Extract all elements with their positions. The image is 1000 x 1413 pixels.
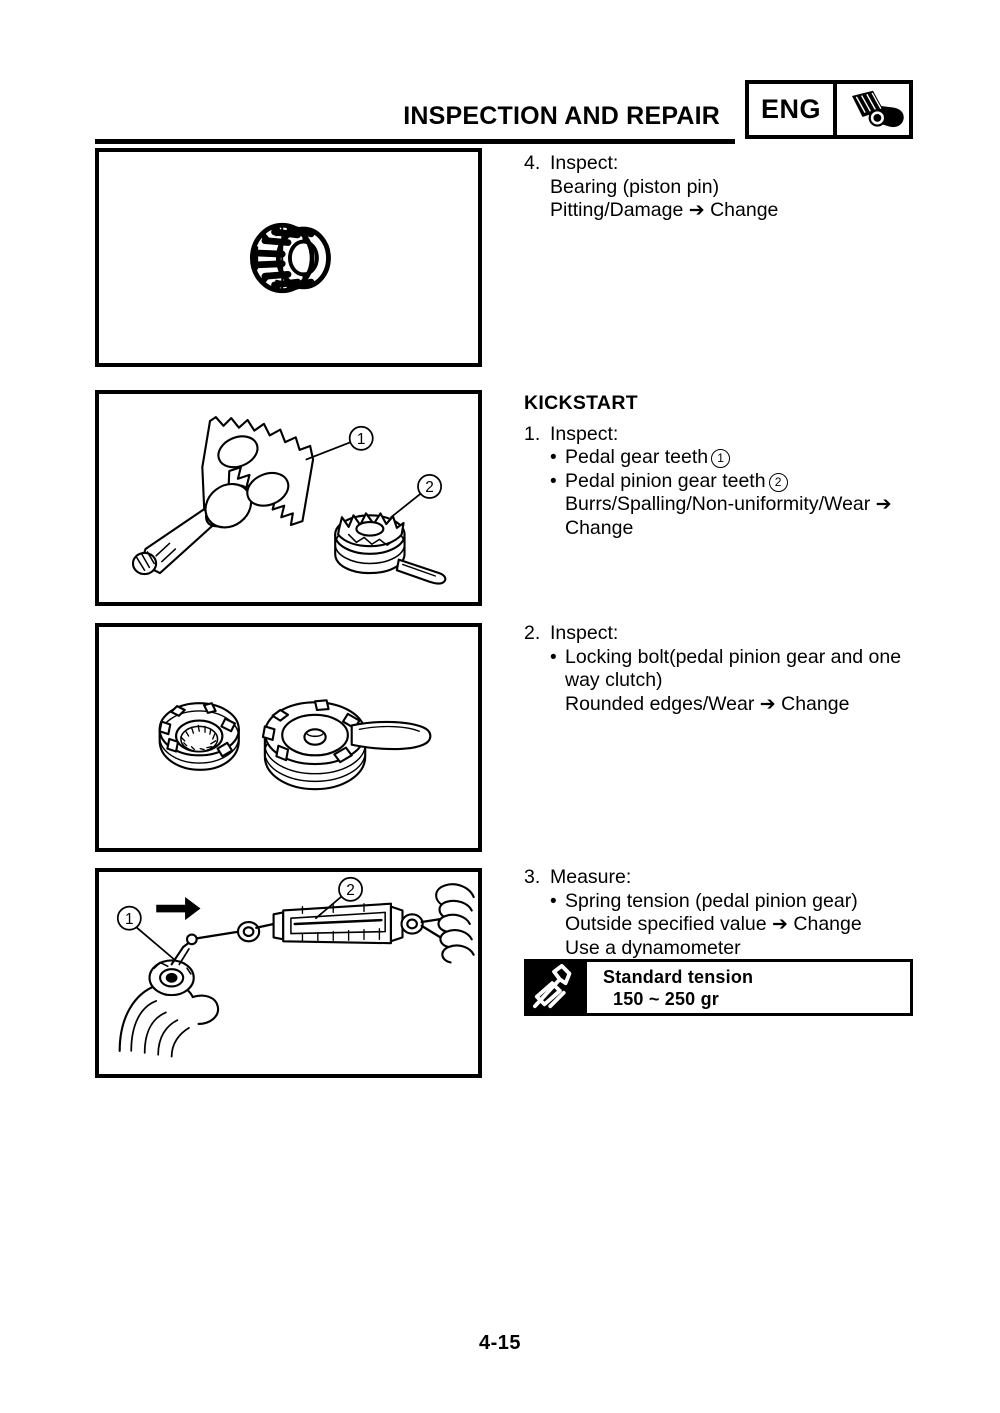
step-3-result: Change xyxy=(793,913,862,935)
step-1-action: Inspect: xyxy=(550,422,619,445)
step-4-number: 4. xyxy=(524,152,541,174)
callout-2-label: 2 xyxy=(346,882,355,899)
step-1-number: 1. xyxy=(524,422,541,445)
bearing-piston-pin-illustration xyxy=(95,148,482,367)
step-2-action: Inspect: xyxy=(550,622,619,644)
bullet-icon: • xyxy=(550,890,557,912)
bullet-icon: • xyxy=(550,646,557,668)
step-1-condition: Burrs/Spalling/Non-uniformity/Wear xyxy=(565,493,871,515)
step-3-measure-spring-tension: 3. Measure: • Spring tension (pedal pini… xyxy=(524,866,924,960)
page-title: INSPECTION AND REPAIR xyxy=(403,102,720,130)
kickstart-heading: KICKSTART xyxy=(524,392,638,414)
arrow-icon: ➔ xyxy=(688,200,705,221)
wrench-tool-icon xyxy=(527,962,587,1013)
step-4-action: Inspect: xyxy=(550,152,619,174)
spec-value: 150 ~ 250 gr xyxy=(613,989,719,1009)
eng-tab-label-cell: ENG xyxy=(749,84,837,135)
step-2-item-1-text-continued: way clutch) xyxy=(565,669,663,691)
callout-1-label: 1 xyxy=(125,911,134,928)
arrow-icon: ➔ xyxy=(772,914,788,935)
step-4-header-row: 4. Inspect: xyxy=(524,152,924,176)
step-1-header-row: 1. Inspect: xyxy=(524,423,924,447)
step-4-result: Change xyxy=(710,199,779,221)
step-3-action: Measure: xyxy=(550,866,632,888)
kickstart-section: KICKSTART 1. Inspect: • Pedal gear teeth… xyxy=(524,392,924,540)
step-4-inspect-bearing: 4. Inspect: Bearing (piston pin) Pitting… xyxy=(524,152,924,223)
step-3-item-1-text: Spring tension (pedal pinion gear) xyxy=(565,889,858,912)
step-3-condition-row: Outside specified value ➔ Change xyxy=(565,913,924,937)
arrow-icon: ➔ xyxy=(875,494,892,515)
step-3-number: 3. xyxy=(524,866,541,888)
step-3-note: Use a dynamometer xyxy=(565,936,741,959)
callout-2-label: 2 xyxy=(425,479,434,496)
step-4-condition-row: Pitting/Damage ➔ Change xyxy=(550,199,924,223)
step-1-item-1-text: Pedal gear teeth xyxy=(565,446,709,468)
step-3-condition: Outside specified value xyxy=(565,913,767,935)
step-2-bullet-item-1: • Locking bolt(pedal pinion gear and one xyxy=(550,646,924,670)
step-1-item-2-text: Pedal pinion gear teeth xyxy=(565,469,766,492)
spec-text-cell: Standard tension 150 ~ 250 gr xyxy=(587,962,910,1013)
page-header: INSPECTION AND REPAIR ENG xyxy=(0,0,1000,150)
step-4-part-name: Bearing (piston pin) xyxy=(550,175,720,198)
step-3-bullet-item-1: • Spring tension (pedal pinion gear) xyxy=(550,890,924,914)
step-2-header-row: 2. Inspect: xyxy=(524,622,924,646)
arrow-icon: ➔ xyxy=(759,693,776,715)
piston-connecting-rod-icon xyxy=(837,84,909,135)
standard-tension-spec-box: Standard tension 150 ~ 250 gr xyxy=(524,959,913,1016)
spec-label: Standard tension xyxy=(603,967,754,987)
step-2-item-1-text: Locking bolt(pedal pinion gear and one xyxy=(565,645,902,668)
step-1-result: Change xyxy=(565,516,634,539)
step-3-header-row: 3. Measure: xyxy=(524,866,924,890)
callout-1-label: 1 xyxy=(357,431,366,448)
spring-tension-dynamometer-illustration: 1 2 xyxy=(95,868,482,1078)
step-2-condition: Rounded edges/Wear xyxy=(565,692,755,715)
page-number-footer: 4-15 xyxy=(478,1332,522,1354)
eng-tab-label: ENG xyxy=(760,94,821,124)
step-2-condition-row: Rounded edges/Wear ➔ Change xyxy=(565,693,924,717)
step-2-number: 2. xyxy=(524,622,541,644)
pedal-gear-and-pinion-illustration: 1 2 xyxy=(95,390,482,606)
header-divider-rule xyxy=(95,139,735,144)
step-2-inspect-locking-bolt: 2. Inspect: • Locking bolt(pedal pinion … xyxy=(524,622,924,716)
step-4-condition: Pitting/Damage xyxy=(550,199,684,221)
callout-ref-2: 2 xyxy=(768,472,788,492)
bullet-icon: • xyxy=(550,470,557,492)
bullet-icon: • xyxy=(550,447,557,468)
section-tab-eng: ENG xyxy=(745,80,913,139)
step-1-condition-row: Burrs/Spalling/Non-uniformity/Wear ➔ xyxy=(565,493,924,517)
callout-ref-1: 1 xyxy=(711,449,731,468)
locking-bolt-one-way-clutch-illustration xyxy=(95,623,482,852)
step-2-result: Change xyxy=(781,692,850,715)
